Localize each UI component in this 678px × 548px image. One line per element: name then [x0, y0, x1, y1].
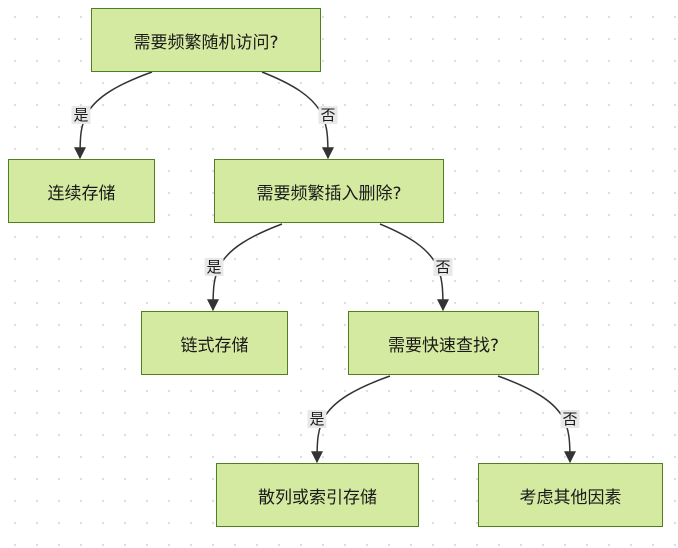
edge-label-no: 否	[433, 258, 453, 276]
edge-q3-to-hash-index	[311, 375, 391, 464]
edge-label-no: 否	[560, 410, 580, 428]
result-linked-storage: 链式存储	[141, 311, 288, 375]
edge-label-no: 否	[318, 106, 338, 124]
edge-label-yes: 是	[307, 410, 327, 428]
edge-label-yes: 是	[71, 106, 91, 124]
decision-fast-lookup: 需要快速查找?	[348, 311, 539, 375]
result-other-factors: 考虑其他因素	[478, 463, 663, 527]
result-sequential-storage: 连续存储	[8, 159, 155, 223]
edge-q3-to-other	[497, 375, 576, 464]
edge-label-yes: 是	[204, 258, 224, 276]
decision-insert-delete: 需要频繁插入删除?	[214, 159, 444, 223]
result-hash-or-index-storage: 散列或索引存储	[216, 463, 419, 527]
edge-q1-to-sequential	[74, 71, 153, 160]
decision-random-access: 需要频繁随机访问?	[91, 8, 321, 72]
